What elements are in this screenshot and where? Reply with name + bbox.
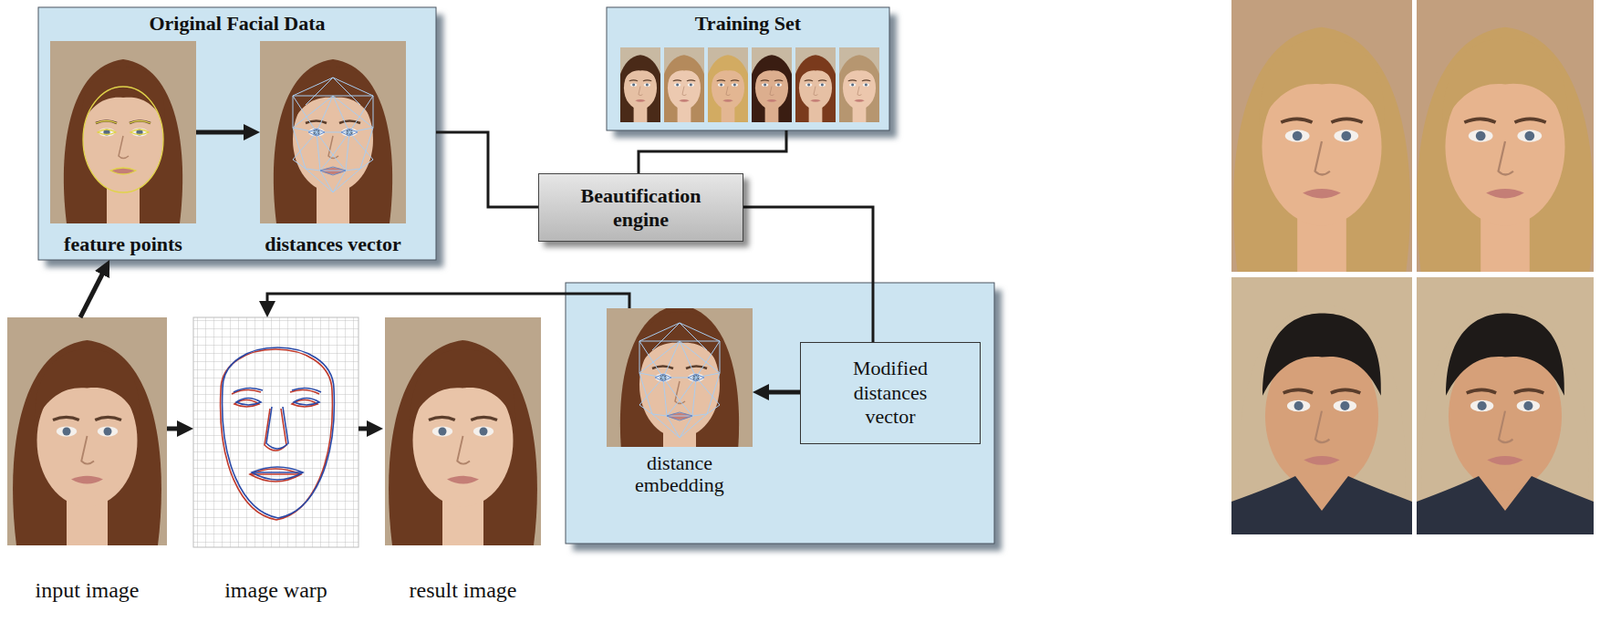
training-face — [829, 47, 890, 123]
illustration-part — [83, 86, 164, 193]
data-panel: Original Facial Data feature points distan… — [38, 7, 437, 260]
illustration-part — [95, 121, 151, 125]
training-face — [741, 47, 802, 123]
training-face — [785, 47, 846, 123]
image-caption: feature points — [50, 228, 197, 256]
training-panel: Training Set — [606, 7, 890, 131]
image-caption: distances vector — [259, 228, 406, 256]
illustration-part — [110, 167, 136, 175]
panel-fill — [38, 7, 437, 260]
example-photo — [1218, 277, 1425, 535]
face-photo — [372, 317, 555, 546]
warp-ground — [193, 317, 359, 548]
face-photo — [50, 41, 197, 224]
warp-grid — [193, 317, 359, 548]
connector-arrow — [267, 293, 630, 309]
image-node: feature points — [50, 41, 197, 255]
engine-box: Beautification engine — [538, 173, 744, 242]
box-label: Modified distances vector — [831, 356, 950, 429]
face-photo — [259, 41, 406, 224]
illustration-part — [130, 129, 149, 136]
distance-mesh — [639, 322, 720, 438]
face-photo — [606, 286, 753, 469]
image-node: distance embedding — [606, 308, 753, 519]
connector-arrow — [358, 426, 371, 432]
feature-outline — [83, 86, 164, 193]
image-node: input image — [7, 317, 167, 619]
distance-mesh — [292, 77, 374, 193]
image-node: distances vector — [259, 41, 406, 255]
connector-arrow — [80, 271, 104, 319]
training-face — [610, 47, 671, 123]
face-photo — [0, 317, 179, 546]
image-caption: image warp — [193, 578, 359, 603]
illustration-part — [97, 129, 116, 136]
connector-line — [436, 132, 539, 208]
connector-line — [638, 130, 787, 174]
example-photo — [1213, 0, 1431, 272]
connector-arrow — [196, 130, 248, 136]
warp-outline — [220, 347, 335, 520]
training-face — [697, 47, 759, 123]
example-photo — [1396, 0, 1600, 272]
panel-fill — [606, 7, 890, 131]
panel-title: Training Set — [606, 7, 890, 36]
image-node: result image — [383, 317, 543, 619]
connector-line — [743, 207, 873, 343]
image-caption: result image — [383, 578, 543, 603]
box-label: Beautification engine — [561, 184, 721, 231]
panel-title: Original Facial Data — [38, 7, 437, 36]
connector-arrow — [765, 390, 800, 395]
sweater — [1416, 476, 1594, 535]
process-box: Modified distances vector — [800, 342, 981, 445]
connector-arrow — [166, 426, 181, 432]
sweater — [1231, 476, 1413, 535]
image-caption: input image — [7, 578, 167, 603]
image-caption: distance embedding — [606, 452, 753, 497]
warp-outline-red — [220, 349, 333, 520]
image-node: image warp — [193, 317, 359, 619]
warp-outline-blue — [222, 347, 335, 519]
example-photo — [1402, 277, 1600, 535]
training-face — [654, 47, 715, 123]
panel-fill — [565, 282, 995, 544]
